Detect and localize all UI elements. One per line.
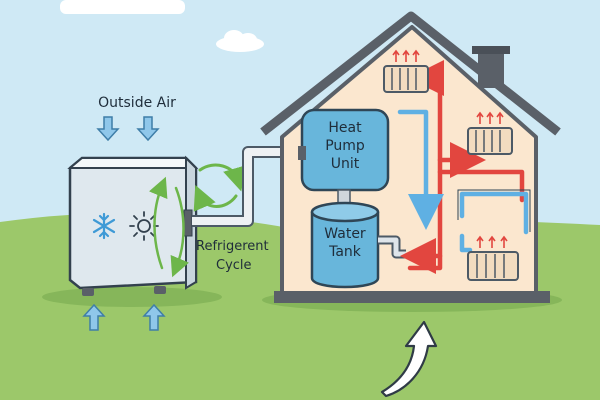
heat-pump-label-line3: Unit [331,156,360,172]
house-floor [274,291,550,303]
water-tank-label-line2: Tank [328,244,362,260]
water-tank-label-line1: Water [324,226,366,242]
cycle-arrows-icon [193,163,247,212]
pipe-outline-accent [457,189,531,232]
snowflake-icon [92,212,116,240]
heat-rising-icon [392,49,420,62]
ground-heat-arrow-icon [380,320,438,398]
air-in-arrow-icon [96,116,160,142]
heat-pump-unit: Heat Pump Unit [298,108,390,192]
heat-rising-icon [476,111,504,124]
radiator-icon [467,251,519,281]
cloud-icon [60,0,185,14]
refrigerant-cycle-label-line1: Refrigerent [196,239,269,254]
hot-water-pipes [400,60,525,274]
heat-pump-label-line2: Pump [325,138,365,154]
heat-rising-icon [476,235,508,248]
refrigerant-pipe [192,148,302,225]
roof [260,11,561,136]
refrigerant-cycle-arrow-icon [148,176,190,278]
heat-pump-label-line1: Heat [328,120,362,136]
unit-feet [82,286,166,296]
radiator-icon [467,127,513,155]
cold-water-pipes [397,109,529,253]
water-tank: Water Tank [310,201,380,289]
air-up-arrow-icon [82,303,166,331]
chimney [478,52,504,88]
outside-air-label: Outside Air [98,95,176,111]
unit-shadow [42,287,222,307]
radiator-icon [383,65,429,93]
refrigerant-cycle-label-line2: Cycle [216,258,252,273]
cloud-icon [216,30,264,52]
